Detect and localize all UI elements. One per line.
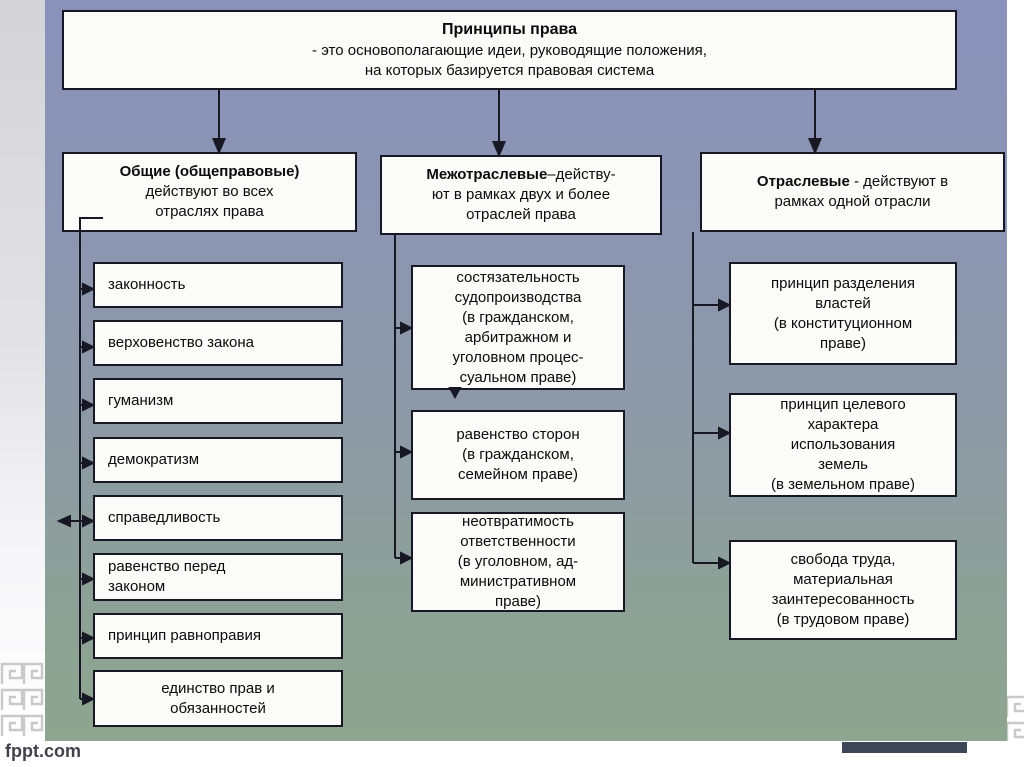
principle-box: демократизм xyxy=(93,437,343,483)
watermark: fppt.com xyxy=(5,741,81,761)
principle-box: неотвратимость ответственности (в уголов… xyxy=(411,512,625,612)
principle-box: принцип целевого характера использования… xyxy=(729,393,957,497)
branch-header-general-bold-line: Общие (общеправовые) xyxy=(119,163,300,180)
principle-box: справедливость xyxy=(93,495,343,541)
principle-box: принцип разделения властей (в конституци… xyxy=(729,262,957,365)
branch-header-sectoral: Отраслевые - действуют в рамках одной от… xyxy=(700,152,1005,232)
left-margin xyxy=(0,0,45,741)
principle-box: единство прав и обязанностей xyxy=(93,670,343,727)
principle-box: свобода труда, материальная заинтересова… xyxy=(729,540,957,640)
principle-box: верховенство закона xyxy=(93,320,343,366)
principle-box: гуманизм xyxy=(93,378,343,424)
principle-box: принцип равноправия xyxy=(93,613,343,659)
principle-box: равенство перед законом xyxy=(93,553,343,601)
branch-header-intersectoral: Межотраслевые–действу- ют в рамках двух … xyxy=(380,155,662,235)
branch-header-general-rest: действуют во всех отраслях права xyxy=(145,183,274,220)
root-title: Принципы права xyxy=(441,21,578,38)
principle-box: равенство сторон (в гражданском, семейно… xyxy=(411,410,625,500)
greek-key-ornament xyxy=(0,662,44,742)
principle-box: состязательность судопроизводства (в гра… xyxy=(411,265,625,390)
branch-header-sectoral-rest: рамках одной отрасли xyxy=(774,193,931,210)
branch-header-general: Общие (общеправовые) действуют во всех о… xyxy=(62,152,357,232)
root-box: Принципы права - это основополагающие ид… xyxy=(62,10,957,90)
greek-key-ornament xyxy=(1007,695,1024,741)
footer-bar xyxy=(842,742,967,753)
branch-header-intersectoral-rest: ют в рамках двух и более отраслей права xyxy=(431,186,611,223)
branch-header-sectoral-bold-line: Отраслевые - действуют в xyxy=(756,173,949,190)
branch-header-intersectoral-bold-line: Межотраслевые–действу- xyxy=(426,166,616,183)
principle-box: законность xyxy=(93,262,343,308)
root-definition: - это основополагающие идеи, руководящие… xyxy=(312,42,707,79)
